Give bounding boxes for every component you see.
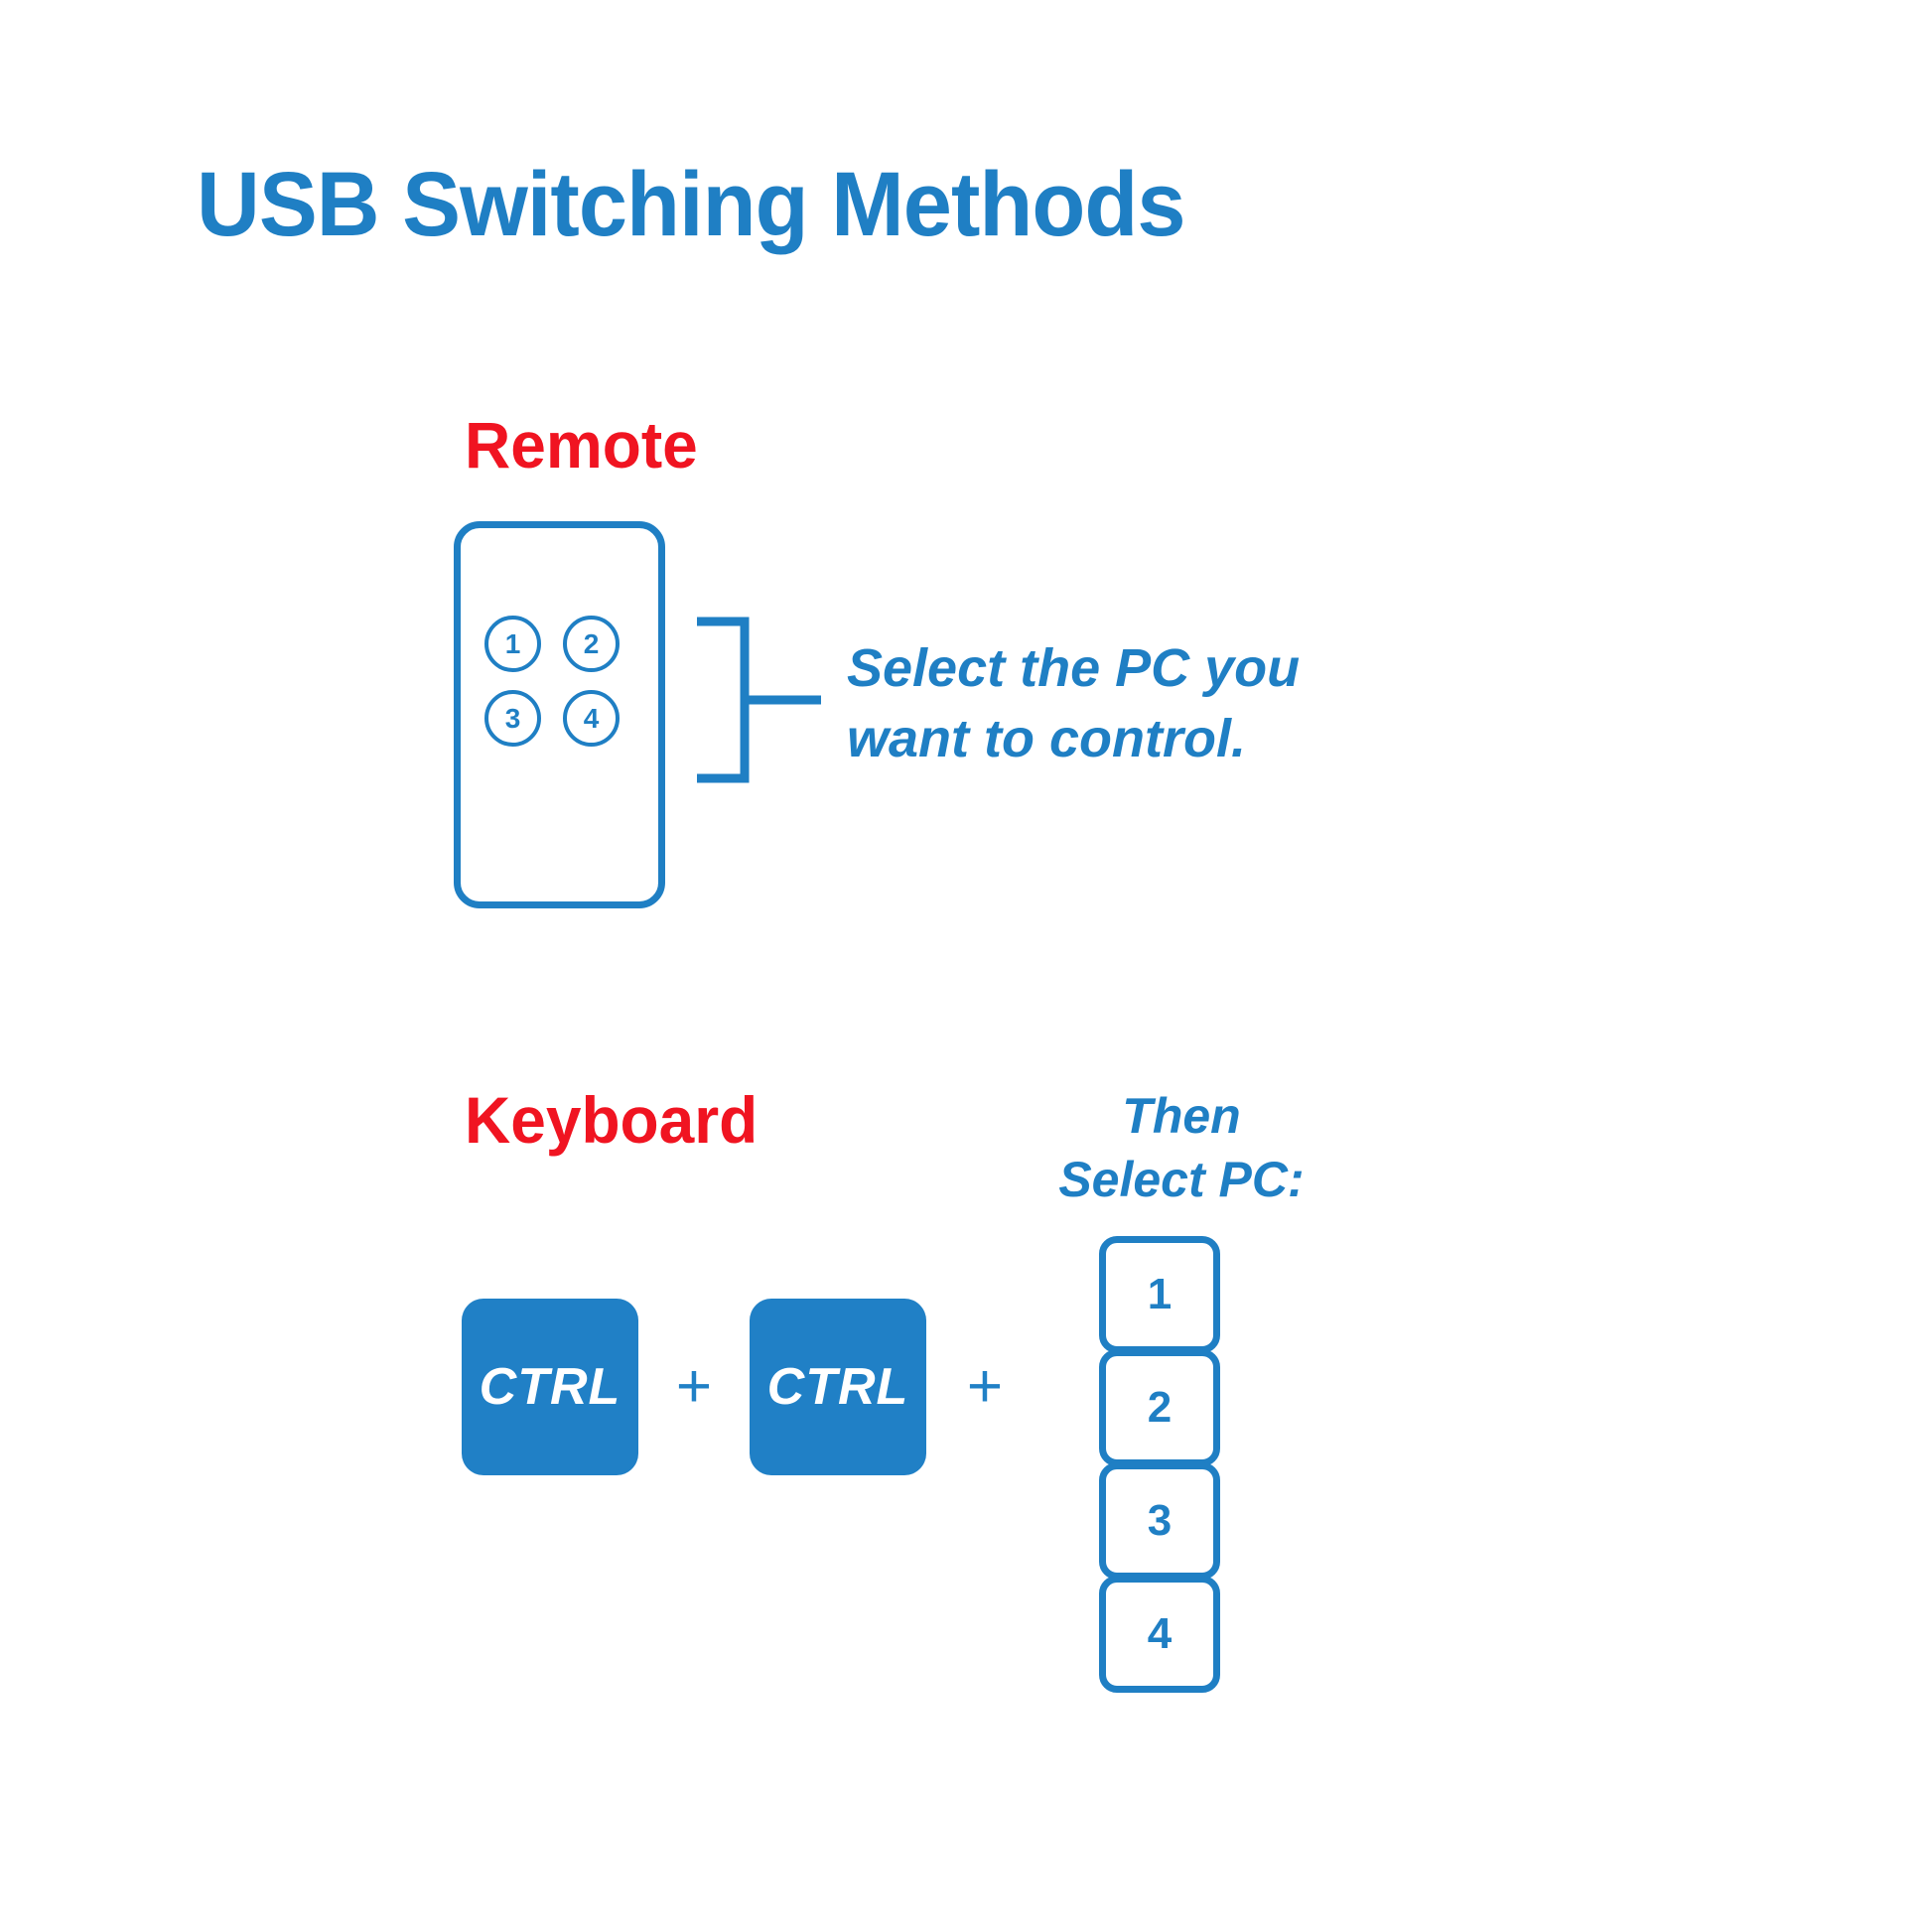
- plus-separator-2: +: [966, 1352, 1004, 1421]
- section-heading-keyboard: Keyboard: [465, 1083, 759, 1157]
- plus-separator-1: +: [675, 1352, 713, 1421]
- page-title: USB Switching Methods: [197, 154, 1185, 255]
- pc-key-2-label: 2: [1147, 1383, 1173, 1432]
- section-heading-remote: Remote: [465, 408, 698, 482]
- pc-key-1-label: 1: [1147, 1270, 1173, 1318]
- remote-button-1-label: 1: [504, 627, 521, 659]
- remote-button-2[interactable]: 2: [563, 616, 620, 672]
- key-ctrl-second-label: CTRL: [766, 1358, 909, 1416]
- pc-key-2[interactable]: 2: [1099, 1349, 1220, 1466]
- curly-brace-right-icon: [697, 617, 821, 783]
- key-ctrl-second[interactable]: CTRL: [750, 1299, 926, 1475]
- remote-button-grid: 1 2 3 4: [484, 616, 638, 747]
- remote-button-3[interactable]: 3: [484, 690, 541, 747]
- remote-callout-line-1: Select the PC you: [847, 638, 1301, 698]
- remote-callout-line-2: want to control.: [847, 709, 1246, 769]
- keyboard-shortcut-combo: CTRL + CTRL +: [462, 1299, 1043, 1475]
- then-select-pc-line-1: Then: [1122, 1088, 1241, 1144]
- pc-key-1[interactable]: 1: [1099, 1236, 1220, 1353]
- remote-callout-text: Select the PC you want to control.: [847, 633, 1300, 775]
- then-select-pc-label: Then Select PC:: [1033, 1084, 1330, 1211]
- remote-button-2-label: 2: [583, 627, 600, 659]
- pc-key-4-label: 4: [1147, 1609, 1173, 1658]
- remote-button-4-label: 4: [583, 702, 600, 734]
- pc-key-3-label: 3: [1147, 1496, 1173, 1545]
- key-ctrl-first-label: CTRL: [479, 1358, 621, 1416]
- pc-selection-key-stack: 1 2 3 4: [1099, 1236, 1220, 1693]
- remote-button-1[interactable]: 1: [484, 616, 541, 672]
- key-ctrl-first[interactable]: CTRL: [462, 1299, 638, 1475]
- remote-button-4[interactable]: 4: [563, 690, 620, 747]
- remote-button-3-label: 3: [504, 702, 521, 734]
- then-select-pc-line-2: Select PC:: [1058, 1152, 1305, 1207]
- pc-key-3[interactable]: 3: [1099, 1462, 1220, 1580]
- pc-key-4[interactable]: 4: [1099, 1576, 1220, 1693]
